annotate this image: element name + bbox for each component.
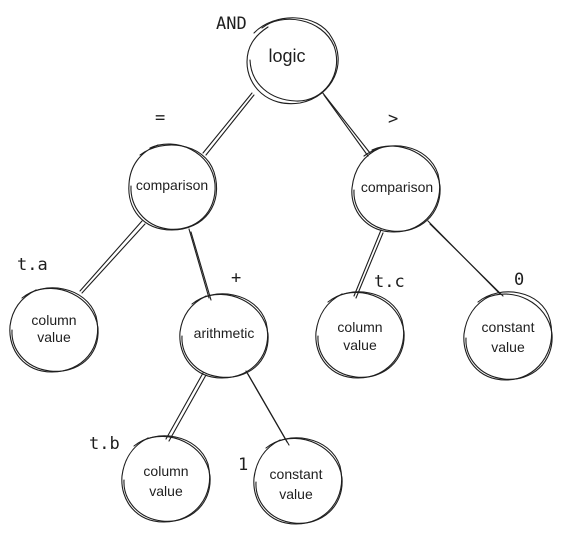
node-column-b-line1: column <box>143 463 188 479</box>
node-constant-0: constant value 0 <box>463 270 553 381</box>
node-comparison-right: comparison > <box>351 109 441 233</box>
node-column-c-line1: column <box>337 319 382 335</box>
node-logic-operator: AND <box>216 14 247 34</box>
node-arithmetic-operator: + <box>231 268 241 288</box>
node-constant-0-line1: constant <box>482 319 535 335</box>
edge-comparison-right-constant-0 <box>427 220 504 297</box>
node-column-b-operator: t.b <box>89 434 120 454</box>
node-constant-0-line2: value <box>491 339 525 355</box>
node-column-a: column value t.a <box>9 255 99 373</box>
edge-logic-comparison-left <box>202 92 255 156</box>
node-column-b: column value t.b <box>89 434 211 523</box>
edge-comparison-left-column-a <box>79 220 146 294</box>
node-column-c-line2: value <box>343 337 377 353</box>
node-comparison-right-label: comparison <box>361 179 433 195</box>
edge-comparison-left-arithmetic <box>188 228 212 301</box>
node-logic-circle <box>246 17 339 105</box>
edge-logic-comparison-right <box>321 91 371 157</box>
node-comparison-left-operator: = <box>155 108 165 128</box>
node-comparison-left: comparison = <box>128 108 218 231</box>
edge-arithmetic-constant-1 <box>245 370 290 446</box>
node-column-a-operator: t.a <box>17 255 48 275</box>
edge-comparison-right-column-c <box>353 229 384 299</box>
node-constant-1-operator: 1 <box>238 455 248 475</box>
node-column-c-operator: t.c <box>374 272 405 292</box>
node-constant-1-line1: constant <box>270 466 323 482</box>
node-column-c: column value t.c <box>315 272 405 379</box>
node-column-a-line2: value <box>37 329 71 345</box>
node-constant-0-operator: 0 <box>514 270 524 290</box>
node-comparison-right-operator: > <box>388 109 398 129</box>
tree-edges <box>79 91 504 446</box>
edge-arithmetic-column-b <box>165 372 207 442</box>
node-arithmetic-label: arithmetic <box>194 325 255 341</box>
node-logic: logic AND <box>216 14 339 105</box>
node-arithmetic: arithmetic + <box>179 268 269 379</box>
node-constant-1-line2: value <box>279 486 313 502</box>
node-column-b-line2: value <box>149 483 183 499</box>
node-comparison-left-label: comparison <box>136 177 208 193</box>
node-constant-1: constant value 1 <box>238 437 343 525</box>
node-logic-label: logic <box>268 46 305 66</box>
node-column-a-line1: column <box>31 312 76 328</box>
